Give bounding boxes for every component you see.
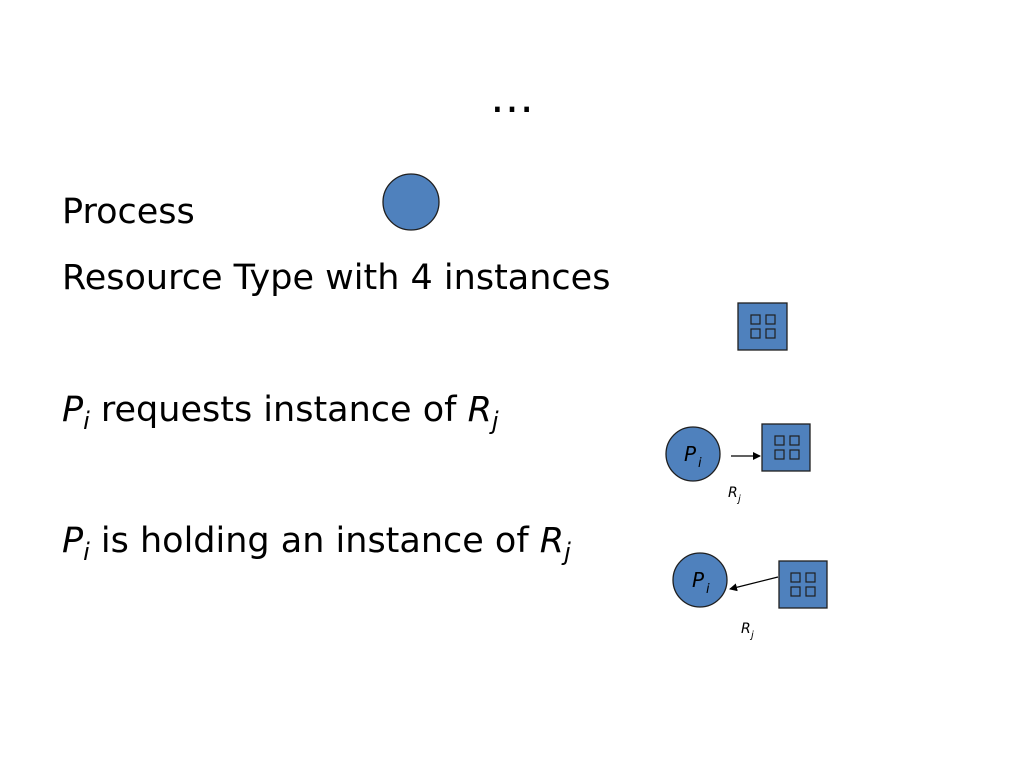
hold-text: is holding an instance of [89, 521, 540, 561]
bullet-request: Pi requests instance of Rj [62, 388, 499, 435]
process-node-subscript: i [706, 582, 710, 597]
hold-diagram: P i R j [672, 552, 828, 641]
process-subscript: i [83, 407, 90, 435]
resource-node [778, 560, 828, 609]
request-diagram: P i R j [665, 423, 811, 505]
resource-symbol: R [467, 390, 492, 430]
process-symbol: P [62, 521, 84, 561]
bullet-hold: Pi is holding an instance of Rj [62, 519, 571, 566]
resource-node-label: R [728, 485, 738, 501]
resource-node-legend [737, 302, 788, 351]
resource-node-subscript: j [736, 494, 741, 505]
process-node [672, 552, 728, 608]
resource-subscript: j [491, 407, 499, 435]
resource-symbol: R [539, 521, 565, 561]
bullet-process: Process [62, 192, 195, 232]
process-node-legend [382, 173, 440, 231]
resource-node-label: R [741, 621, 751, 637]
bullet-resource-type: Resource Type with 4 instances [62, 258, 611, 298]
process-node-label: P [692, 568, 705, 592]
process-node [665, 426, 721, 482]
hold-edge-arrow [729, 576, 779, 592]
process-node-label: P [684, 442, 697, 466]
process-subscript: i [83, 538, 90, 566]
request-text: requests instance of [89, 390, 468, 430]
resource-node-subscript: j [749, 630, 754, 641]
resource-subscript: j [564, 538, 571, 566]
slide-title: … [490, 72, 534, 123]
resource-node [761, 423, 811, 472]
process-symbol: P [62, 390, 84, 430]
process-node-subscript: i [698, 456, 702, 471]
